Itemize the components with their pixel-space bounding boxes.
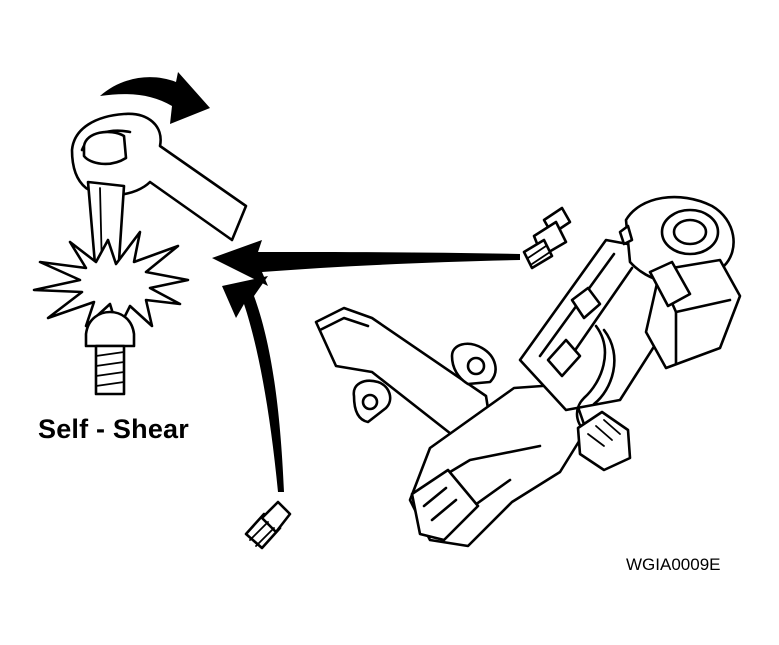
wrench (70, 112, 248, 242)
arrow-upper-bolt-to-wrench (212, 240, 520, 286)
rotation-arrow (100, 72, 210, 124)
steering-lock-assembly (314, 195, 742, 548)
shear-bolt-bottom (244, 500, 292, 550)
bolt-lower-part (84, 310, 136, 396)
shear-bolt-top (522, 206, 572, 270)
arrow-lower-bolt-to-wrench (222, 276, 284, 492)
figure-code-label: WGIA0009E (626, 555, 721, 574)
self-shear-label: Self - Shear (38, 414, 189, 444)
